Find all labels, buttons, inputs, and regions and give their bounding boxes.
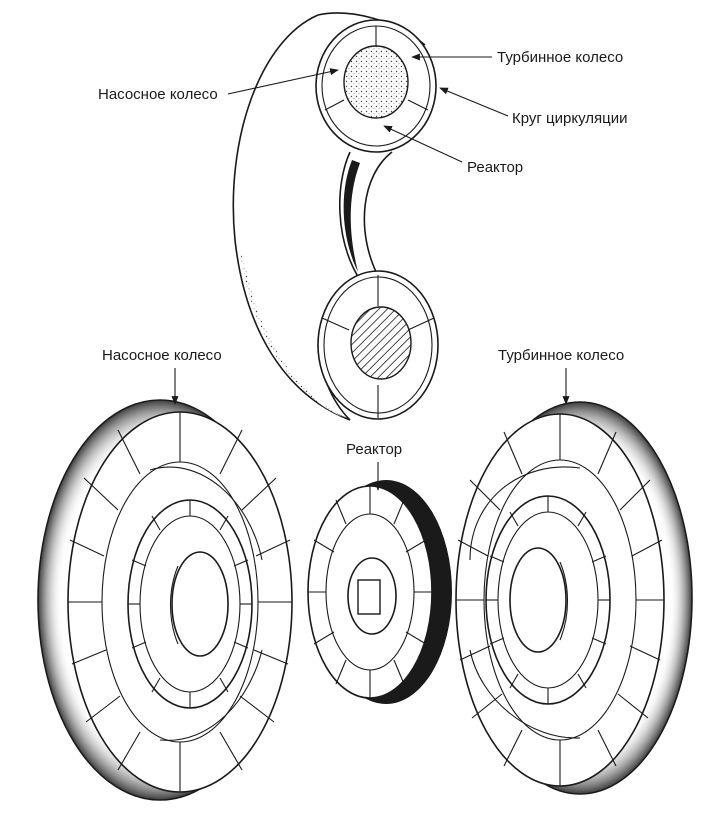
top-hub-hatched — [343, 45, 409, 119]
arrow-top-reactor — [383, 125, 463, 163]
reactor-hub-hole — [357, 579, 381, 615]
arrow-top-circle — [439, 87, 509, 117]
circulation-circle-section: Турбинное колесо Насосное колесо Круг ци… — [98, 12, 628, 421]
turbine-bore — [509, 547, 567, 653]
lower-hub-hatched — [350, 306, 412, 380]
turbine-outer-blades — [456, 414, 664, 786]
reactor-wheel: Реактор — [307, 441, 452, 704]
lower-annulus — [317, 270, 439, 420]
label-top-circle: Круг циркуляции — [512, 110, 628, 127]
arrow-top-pump — [227, 68, 339, 95]
pump-inner-blades — [128, 500, 252, 708]
pump-curl — [149, 466, 263, 561]
turbine-wheel: Турбинное колесо — [455, 347, 693, 795]
pump-outer-blades — [68, 412, 292, 792]
label-top-reactor: Реактор — [467, 159, 523, 176]
label-bottom-turbine: Турбинное колесо — [498, 347, 624, 364]
circulation-neck — [338, 151, 393, 281]
top-annulus — [315, 19, 437, 153]
neck-shade — [343, 160, 360, 272]
label-bottom-reactor: Реактор — [346, 441, 402, 458]
reactor-blades — [308, 486, 432, 698]
label-top-turbine: Турбинное колесо — [497, 49, 623, 66]
turbine-inner-blades — [486, 496, 610, 704]
pump-wheel: Насосное колесо — [37, 347, 293, 801]
label-top-pump: Насосное колесо — [98, 86, 218, 103]
label-bottom-pump: Насосное колесо — [102, 347, 222, 364]
turbine-curl — [469, 466, 581, 561]
pump-bore — [171, 551, 229, 657]
